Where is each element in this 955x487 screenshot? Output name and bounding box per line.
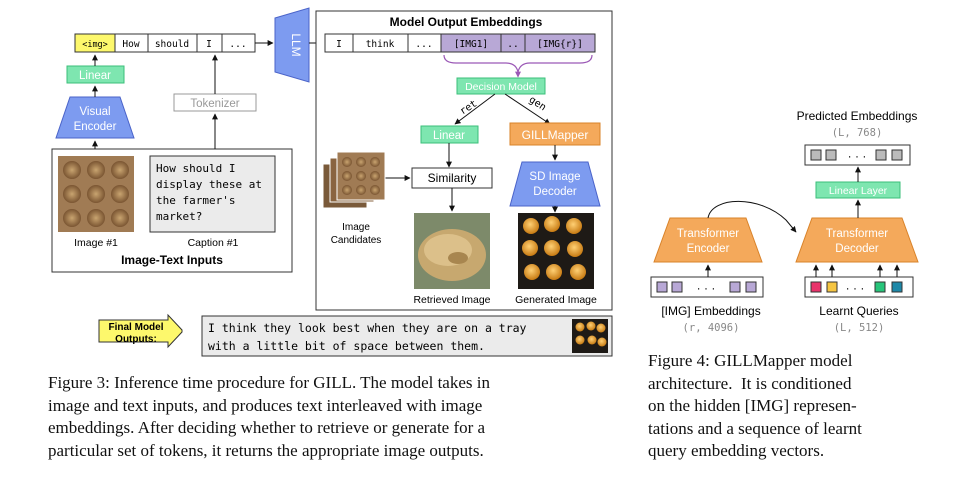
fig4-caption-line-3: on the hidden [IMG] represen- [648,396,857,415]
inputs-title: Image-Text Inputs [121,253,223,267]
similarity-label: Similarity [428,171,477,185]
gillmapper-label: GILLMapper [522,128,589,142]
visual-encoder-label-1: Visual [79,106,110,118]
svg-text:· · ·: · · · [697,281,716,295]
predicted-shape: (L, 768) [832,127,883,139]
candidates-label-1: Image [342,222,370,233]
visual-encoder-shape [55,96,135,139]
decoder-label-1: Transformer [826,228,888,240]
decision-model-box [456,77,546,95]
caption-box [149,155,276,233]
token-img: <img> [82,40,108,50]
final-output-box [201,315,613,357]
fig3-caption-line-3: embeddings. After deciding whether to re… [48,418,486,437]
image-label: Image #1 [74,237,118,249]
output-token-strip: I think ... [IMG1] .. [IMG{r}] [324,33,596,53]
figure4-caption: Figure 4: GILLMapper model architecture.… [648,350,948,463]
caption-line-3: the farmer's [156,194,235,207]
img-shape: (r, 4096) [683,322,740,334]
llm-shape [274,7,310,83]
out-token-i: I [336,39,342,50]
predicted-embeddings-title: Predicted Embeddings [797,109,918,123]
out-token-think: think [366,39,395,50]
generated-image-label: Generated Image [515,294,597,306]
caption-label: Caption #1 [188,237,239,249]
out-token-imgr: [IMG{r}] [537,39,583,50]
out-token-dots: .. [507,39,518,50]
transformer-decoder-shape [795,217,919,263]
llm-label: LLM [289,33,303,56]
retrieved-image [414,213,490,289]
token-i: I [206,39,212,50]
generated-image [518,213,594,289]
input-token-strip: <img> How should I ... [74,33,256,53]
sd-decoder-label-1: SD Image [529,171,580,183]
fig4-caption-line-4: tations and a sequence of learnt [648,418,862,438]
caption-line-1: How should I [156,162,235,175]
fig3-caption-line-2: image and text inputs, and produces text… [48,395,483,415]
linear-label: Linear [79,70,111,82]
sd-decoder-label-2: Decoder [533,186,577,198]
fig4-caption-line-2: architecture. It is conditioned [648,373,852,393]
arrow-encoder-to-decoder [707,200,797,233]
svg-text:· · ·: · · · [848,149,867,163]
fig4-caption-line-1: Figure 4: GILLMapper model [648,351,853,370]
final-label-2: Outputs: [115,334,157,345]
tokenizer-label: Tokenizer [190,98,239,110]
final-text-1: I think they look best when they are on … [208,321,527,335]
retrieved-image-label: Retrieved Image [413,294,490,306]
decoder-label-2: Decoder [835,243,879,255]
out-token-ellipsis: ... [415,39,432,50]
caption-line-2: display these at [156,178,262,191]
arrow-ret [454,93,496,125]
img-embeddings-strip: · · · [650,276,764,298]
final-outputs-arrow [98,313,183,349]
output-title: Model Output Embeddings [390,15,543,29]
final-label-1: Final Model [109,322,164,333]
decision-model-label: Decision Model [465,81,537,93]
fig3-caption-line-1: Figure 3: Inference time procedure for G… [48,373,490,392]
predicted-embeddings-strip: · · · [804,144,911,166]
image-candidates-stack [322,151,386,209]
out-token-img1: [IMG1] [454,39,488,50]
learnt-queries-label: Learnt Queries [819,304,898,318]
lq-shape: (L, 512) [834,322,885,334]
token-how: How [122,39,139,50]
token-ellipsis: ... [229,39,246,50]
encoder-label-1: Transformer [677,228,739,240]
fig4-caption-line-5: query embedding vectors. [648,441,825,460]
transformer-encoder-shape [653,217,763,263]
candidates-label-2: Candidates [331,235,382,246]
final-text-2: with a little bit of space between them. [208,339,485,353]
cookies-image [58,156,134,232]
linear-retrieval-label: Linear [433,130,465,142]
img-embeddings-label: [IMG] Embeddings [661,304,760,318]
linear-layer-label: Linear Layer [829,185,888,197]
visual-encoder-label-2: Encoder [74,121,117,133]
learnt-queries-strip: · · · [804,276,914,298]
token-should: should [155,39,189,50]
figure3-caption: Figure 3: Inference time procedure for G… [48,372,628,462]
final-output-thumbnail [572,319,608,353]
encoder-label-2: Encoder [687,243,730,255]
arrow-gen [504,93,551,125]
caption-line-4: market? [156,210,202,223]
sd-decoder-shape [509,161,601,207]
fig3-caption-line-4: particular set of tokens, it returns the… [48,440,484,460]
svg-text:· · ·: · · · [846,281,865,295]
